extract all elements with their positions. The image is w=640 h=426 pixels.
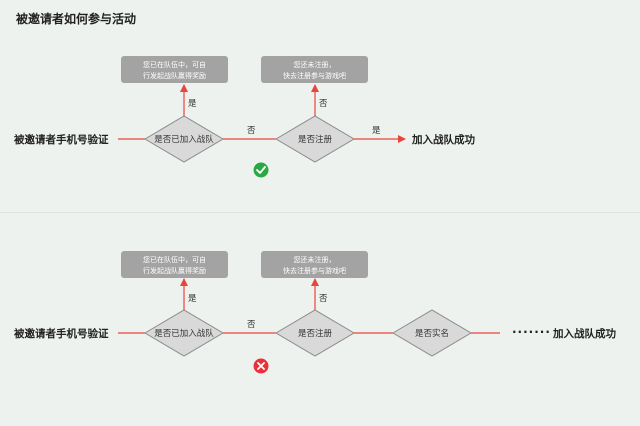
end-label: 加入战队成功 [552, 327, 616, 340]
team-check-label: 是否已加入战队 [154, 328, 214, 339]
ellipsis: ······· [512, 325, 551, 339]
realname-check-label: 是否实名 [415, 328, 449, 339]
page-title: 被邀请者如何参与活动 [16, 12, 137, 26]
team-note-line2: 行发起战队赢得奖励 [143, 266, 206, 275]
end-label: 加入战队成功 [411, 133, 475, 146]
team-note-line1: 您已在队伍中，可自 [143, 255, 206, 264]
team-check-label: 是否已加入战队 [154, 134, 214, 145]
team-no-label: 否 [247, 320, 256, 330]
team-note-line2: 行发起战队赢得奖励 [143, 71, 206, 80]
start-label: 被邀请者手机号验证 [14, 133, 109, 146]
register-note-line2: 快去注册参与游戏吧 [283, 266, 346, 275]
register-note-box [261, 56, 368, 83]
register-note-line1: 您还未注册， [294, 255, 336, 264]
register-no-label: 否 [319, 294, 328, 304]
register-yes-label: 是 [372, 126, 381, 136]
register-note-line2: 快去注册参与游戏吧 [283, 71, 346, 80]
check-circle-icon [253, 162, 269, 178]
register-note-line1: 您还未注册， [294, 60, 336, 69]
flow-success: 被邀请者手机号验证 是否已加入战队 是 您已在队伍中，可自 行发起战队赢得奖励 … [14, 56, 475, 178]
team-note-box [121, 56, 228, 83]
register-no-label: 否 [319, 99, 328, 109]
team-note-box [121, 251, 228, 278]
section-divider [0, 212, 640, 213]
register-note-box [261, 251, 368, 278]
register-check-label: 是否注册 [298, 134, 333, 145]
team-yes-label: 是 [188, 294, 197, 304]
team-note-line1: 您已在队伍中，可自 [143, 60, 206, 69]
cross-circle-icon [253, 358, 269, 374]
start-label: 被邀请者手机号验证 [14, 327, 109, 340]
flow-failure: 被邀请者手机号验证 是否已加入战队 是 您已在队伍中，可自 行发起战队赢得奖励 … [14, 251, 616, 374]
team-yes-label: 是 [188, 99, 197, 109]
team-no-label: 否 [247, 126, 256, 136]
register-check-label: 是否注册 [298, 328, 333, 339]
